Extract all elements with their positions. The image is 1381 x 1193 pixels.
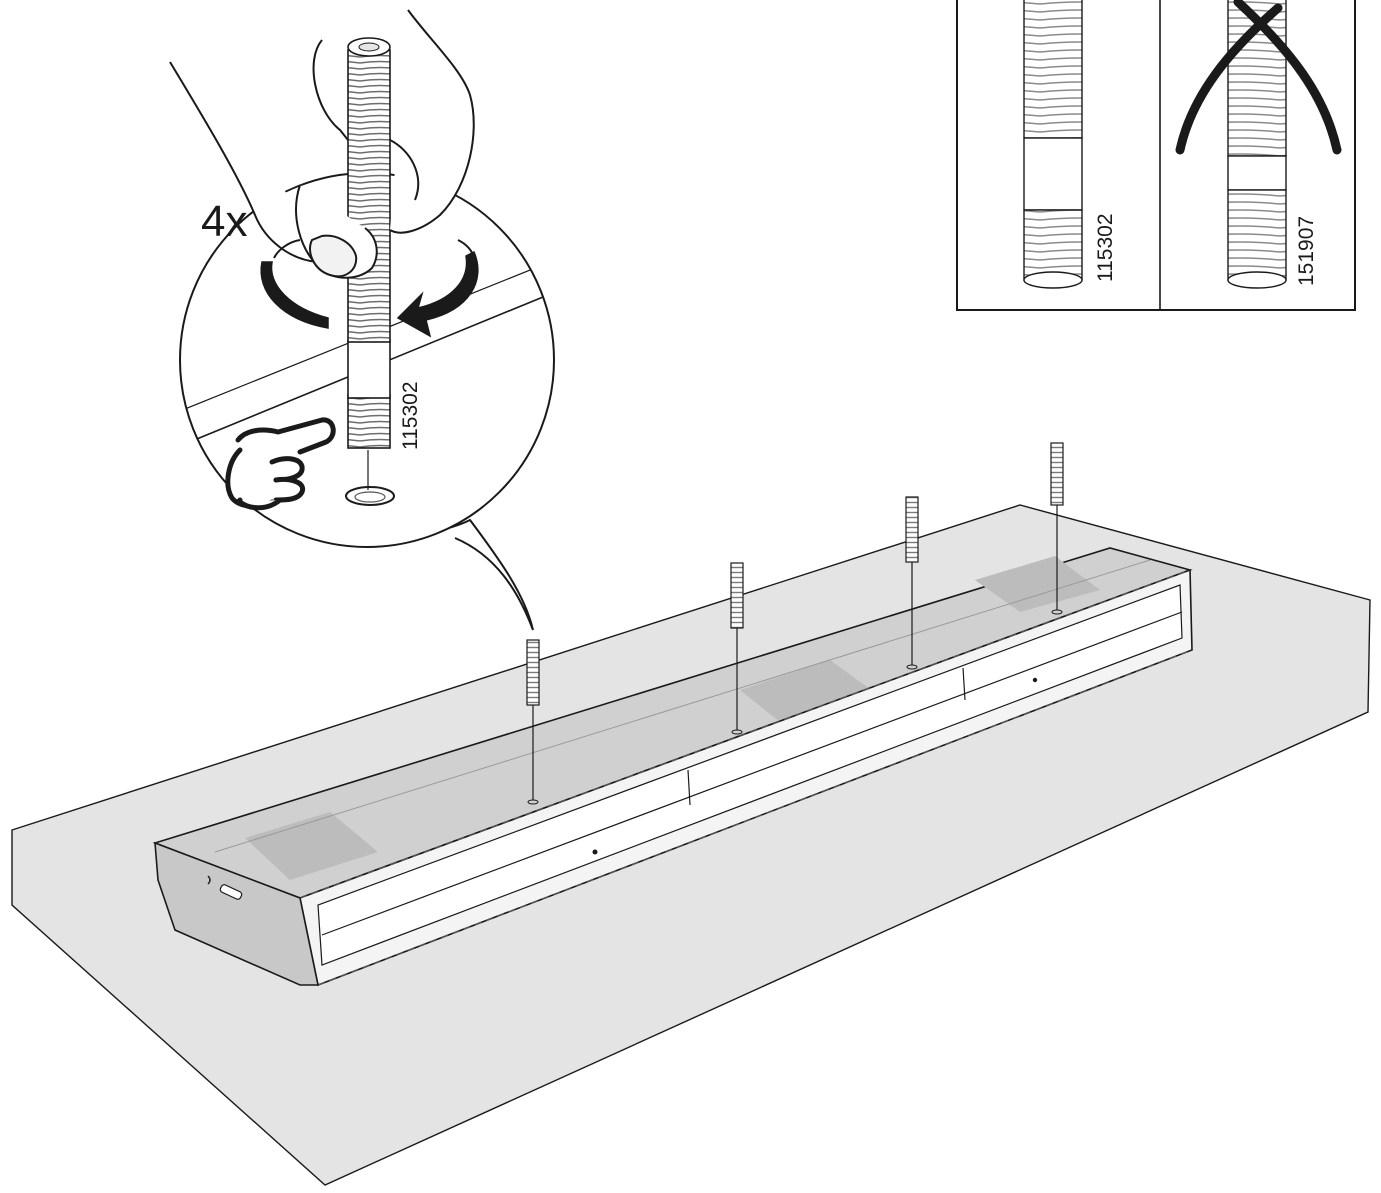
rotate-clockwise-arrows-icon — [260, 239, 479, 338]
part-comparison-box: 115302 151907 — [956, 0, 1356, 311]
threaded-rod — [730, 562, 744, 735]
correct-rod — [1023, 0, 1083, 289]
cross-out-icon — [1175, 0, 1342, 155]
pointing-hand-icon — [225, 417, 336, 511]
quantity-label: 4x — [201, 197, 247, 246]
rail-board — [152, 547, 1193, 987]
wrong-part-number: 151907 — [1295, 216, 1318, 286]
threaded-rod — [1050, 442, 1064, 615]
threaded-rod — [526, 639, 540, 805]
part-number-label: 115302 — [399, 381, 422, 450]
correct-part-number: 115302 — [1094, 213, 1117, 282]
threaded-rod-detail — [347, 37, 391, 449]
hand-gripping-rod-icon — [169, 9, 475, 279]
threaded-rod — [905, 496, 919, 670]
